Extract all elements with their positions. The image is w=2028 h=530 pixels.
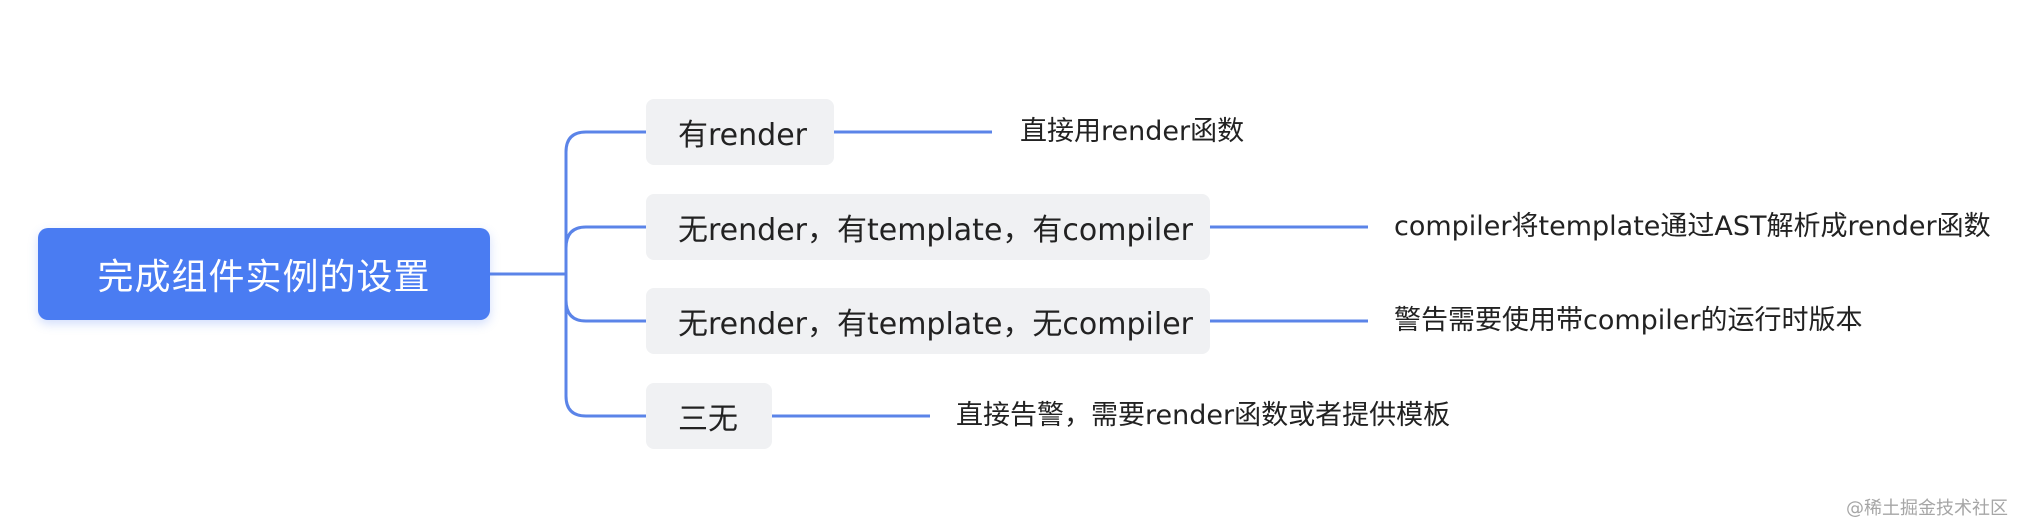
branch-node-has-render[interactable]: 有render [646, 99, 834, 165]
watermark: @稀土掘金技术社区 [1846, 498, 2008, 519]
branch-node-template-without-compiler[interactable]: 无render，有template，无compiler [646, 288, 1210, 354]
branch-connector-3 [564, 274, 646, 323]
branch-label: 无render，有template，无compiler [678, 307, 1193, 342]
root-node[interactable]: 完成组件实例的设置 [38, 228, 490, 320]
branch-connector-4 [564, 274, 646, 418]
leaf-label: 直接用render函数 [1020, 116, 1245, 147]
branch-label: 无render，有template，有compiler [678, 213, 1193, 248]
leaf-detail-template-without-compiler: 警告需要使用带compiler的运行时版本 [1394, 301, 1863, 341]
branch-node-none[interactable]: 三无 [646, 383, 772, 449]
leaf-label: compiler将template通过AST解析成render函数 [1394, 211, 1991, 242]
leaf-detail-template-with-compiler: compiler将template通过AST解析成render函数 [1394, 207, 1991, 247]
branch-label: 三无 [678, 402, 738, 437]
branch-connector-2 [564, 225, 646, 274]
leaf-label: 直接告警，需要render函数或者提供模板 [956, 400, 1451, 431]
branch-connector-1 [564, 130, 646, 274]
leaf-label: 警告需要使用带compiler的运行时版本 [1394, 305, 1863, 336]
branch-node-template-with-compiler[interactable]: 无render，有template，有compiler [646, 194, 1210, 260]
branch-label: 有render [678, 118, 807, 153]
leaf-detail-none: 直接告警，需要render函数或者提供模板 [956, 396, 1450, 436]
leaf-detail-has-render: 直接用render函数 [1020, 112, 1244, 152]
root-label: 完成组件实例的设置 [97, 257, 431, 298]
